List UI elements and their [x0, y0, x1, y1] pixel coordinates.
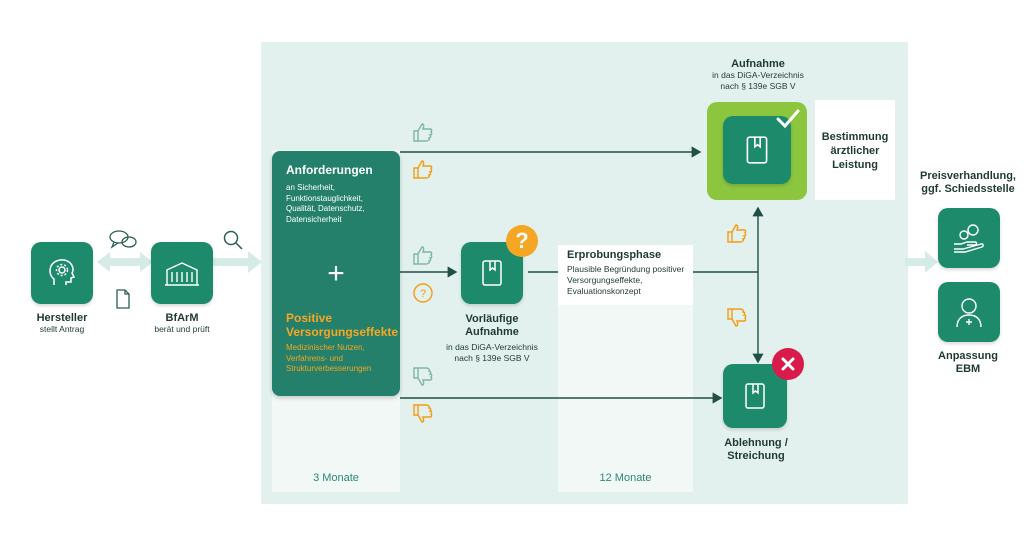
thumbs-up-icon — [413, 246, 433, 265]
check-icon — [776, 109, 800, 129]
trial-title-text: Erprobungsphase — [567, 249, 662, 261]
bfarm-label: BfArM berät und prüft — [154, 312, 210, 334]
determination-text: Bestimmung ärztlicher Leistung — [821, 131, 889, 171]
price-tile — [938, 208, 1000, 268]
determination-card: Bestimmung ärztlicher Leistung — [815, 100, 895, 200]
accept-tile — [723, 116, 791, 184]
accept-label: Aufnahme in das DiGA-Verzeichnis nach § … — [712, 58, 804, 91]
price-label: Preisverhandlung, ggf. Schiedsstelle — [920, 170, 1016, 195]
cross-badge — [772, 348, 804, 380]
book-icon — [745, 383, 765, 409]
question-badge: ? — [506, 225, 538, 257]
head-gear-icon — [49, 259, 76, 285]
document-icon — [116, 289, 130, 309]
building-icon — [165, 262, 199, 286]
chat-bubbles-icon — [109, 230, 137, 249]
requirements-text: an Sicherheit, Funktionstauglichkeit, Qu… — [286, 183, 365, 224]
effects-title: Positive Versorgungseffekte — [286, 311, 399, 339]
plus-sign: + — [327, 257, 345, 290]
requirements-title: Anforderungen — [286, 163, 373, 177]
ebm-tile — [938, 282, 1000, 342]
bfarm-tile — [151, 242, 213, 304]
doctor-icon — [956, 298, 982, 328]
book-icon — [746, 136, 768, 164]
prelim-tile — [461, 242, 523, 304]
thumbs-up-icon — [727, 224, 747, 243]
trial-card: Erprobungsphase Plausible Begründung pos… — [558, 245, 693, 305]
duration-first: 3 Monate — [313, 472, 359, 484]
cross-icon — [781, 357, 795, 371]
thumbs-up-icon — [413, 160, 433, 179]
requirements-box: Anforderungen an Sicherheit, Funktionsta… — [272, 151, 400, 396]
question-icon: ? — [413, 283, 433, 303]
magnifier-icon — [223, 230, 243, 250]
thumbs-down-icon — [727, 308, 747, 327]
coins-hand-icon — [954, 224, 984, 253]
hersteller-tile — [31, 242, 93, 304]
effects-text: Medizinischer Nutzen, Verfahrens- und St… — [286, 343, 372, 373]
trial-text: Plausible Begründung positiver Versorgun… — [567, 264, 685, 296]
thumbs-down-icon — [413, 367, 433, 386]
prelim-label: Vorläufige Aufnahme in das DiGA-Verzeich… — [446, 313, 538, 363]
svg-text:?: ? — [420, 288, 426, 300]
ebm-label: Anpassung EBM — [938, 350, 998, 375]
thumbs-up-icon — [413, 123, 433, 142]
hersteller-label: Hersteller stellt Antrag — [36, 312, 88, 334]
book-icon — [482, 260, 502, 286]
duration-second: 12 Monate — [599, 472, 652, 484]
reject-label: Ablehnung / Streichung — [724, 437, 788, 462]
thumbs-down-icon — [413, 404, 433, 423]
